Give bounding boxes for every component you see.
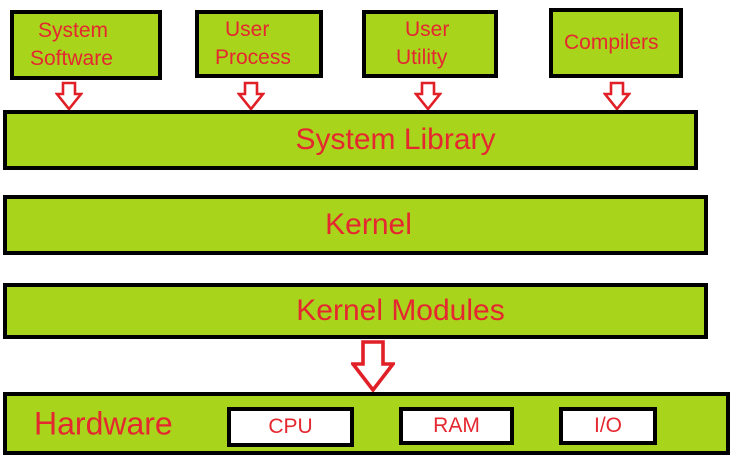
down-arrow-icon [55, 81, 83, 111]
box-system-software-line1: System [38, 19, 109, 42]
box-user-process: User Process [195, 10, 323, 78]
box-user-process-line2: Process [215, 46, 291, 69]
bar-hardware: Hardware CPU RAM I/O [3, 392, 730, 455]
box-user-process-line1: User [225, 18, 270, 41]
io-label: I/O [593, 414, 622, 437]
box-system-software: System Software [10, 10, 162, 80]
down-arrow-icon [351, 340, 395, 392]
box-user-utility-line2: Utility [396, 46, 448, 69]
down-arrow-icon [237, 81, 265, 111]
bar-kernel-modules-label: Kernel Modules [296, 294, 505, 327]
bar-system-library: System Library [3, 110, 698, 170]
box-compilers: Compilers [549, 8, 683, 78]
box-user-utility: User Utility [362, 10, 498, 78]
bar-system-library-label: System Library [295, 123, 496, 156]
bar-kernel: Kernel [3, 195, 708, 255]
hardware-component-ram: RAM [399, 407, 514, 445]
box-user-utility-line1: User [405, 18, 450, 41]
bar-kernel-modules: Kernel Modules [3, 283, 708, 339]
hardware-component-io: I/O [559, 407, 657, 445]
hardware-label: Hardware [34, 405, 173, 441]
hardware-component-cpu: CPU [227, 407, 354, 447]
cpu-label: CPU [268, 415, 313, 438]
ram-label: RAM [433, 414, 480, 437]
bar-kernel-label: Kernel [325, 208, 412, 241]
box-compilers-line1: Compilers [564, 31, 659, 54]
box-system-software-line2: Software [30, 47, 113, 70]
down-arrow-icon [603, 81, 631, 111]
down-arrow-icon [414, 81, 442, 111]
